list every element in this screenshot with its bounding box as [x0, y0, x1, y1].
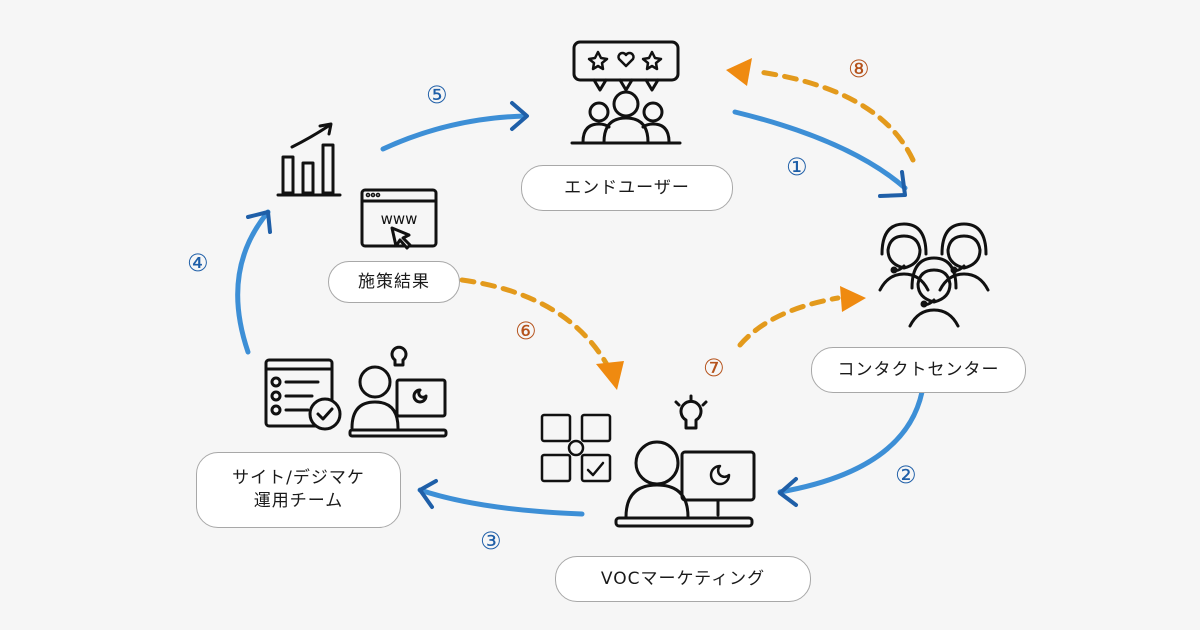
arrow-step-4: [235, 209, 271, 355]
arrow-step-3: [417, 487, 585, 517]
measure-result-label: 施策結果: [328, 261, 460, 303]
step-number-6: ⑥: [515, 317, 537, 345]
contact-center-label: コンタクトセンター: [811, 347, 1026, 393]
measure-result-label-text: 施策結果: [358, 271, 430, 292]
arrowhead-step-5: [510, 101, 529, 131]
arrow-step-7: [737, 295, 841, 348]
arrow-step-6: [459, 277, 613, 373]
voc-marketing-label-text: VOCマーケティング: [600, 568, 766, 589]
www-text: www: [381, 210, 418, 228]
arrowhead-step-6: [596, 361, 624, 390]
arrowhead-step-4: [246, 210, 272, 234]
step-number-8: ⑧: [848, 55, 870, 83]
site-team-label-line1: サイト/デジマケ: [232, 468, 365, 489]
voc-marketing-label: VOCマーケティング: [555, 556, 811, 602]
arrow-step-8: [757, 69, 916, 163]
step-number-7: ⑦: [703, 354, 725, 382]
site-team-label: サイト/デジマケ 運用チーム: [196, 452, 401, 528]
step-number-3: ③: [480, 527, 502, 555]
end-user-label-text: エンドユーザー: [564, 177, 690, 198]
arrowhead-step-3: [418, 479, 438, 509]
arrow-step-5: [380, 113, 528, 152]
contact-center-label-text: コンタクトセンター: [837, 359, 1000, 380]
arrow-step-2: [777, 389, 925, 495]
end-user-label: エンドユーザー: [521, 165, 733, 211]
arrowhead-step-1: [878, 170, 907, 198]
arrowhead-step-8: [726, 58, 752, 86]
arrowhead-step-2: [778, 477, 798, 507]
step-number-1: ①: [786, 153, 808, 181]
site-team-label-line2: 運用チーム: [253, 491, 344, 511]
step-number-2: ②: [895, 461, 917, 489]
arrow-step-1: [732, 109, 908, 191]
arrowhead-step-7: [840, 286, 866, 312]
step-number-4: ④: [187, 249, 209, 277]
step-number-5: ⑤: [426, 81, 448, 109]
